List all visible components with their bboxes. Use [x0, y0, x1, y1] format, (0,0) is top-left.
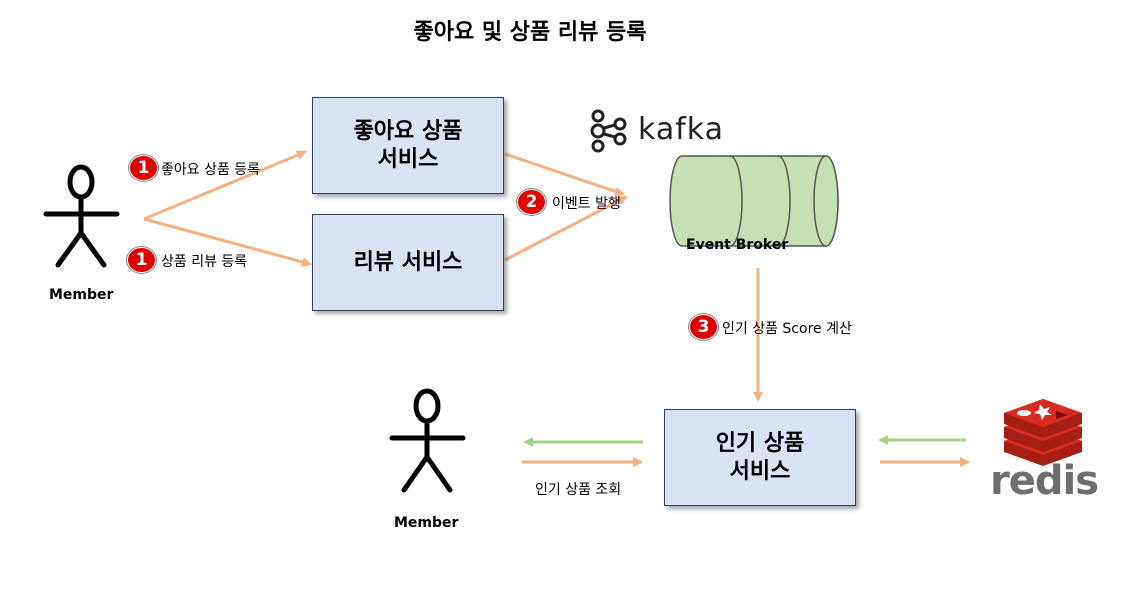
step-badge-3-score: 3: [689, 314, 718, 340]
step-label-event-publish: 이벤트 발행: [552, 196, 621, 212]
step-badge-2-publish: 2: [517, 189, 546, 215]
step-label-review-register: 상품 리뷰 등록: [161, 254, 248, 270]
member-figure-top: [43, 164, 120, 268]
event-broker-label: Event Broker: [686, 237, 789, 253]
popular-query-label: 인기 상품 조회: [535, 482, 622, 498]
diagram-title: 좋아요 및 상품 리뷰 등록: [413, 20, 647, 45]
redis-logo-icon: [1004, 399, 1082, 466]
member-label-bottom: Member: [394, 515, 459, 531]
arrow-member-to-like-service: [143, 150, 307, 221]
like-service-box: 좋아요 상품 서비스: [312, 97, 504, 194]
arrow-review-service-to-broker: [504, 195, 628, 262]
kafka-logo-icon: [590, 109, 627, 153]
arrow-member-to-review-service: [143, 217, 312, 267]
step-badge-1-review: 1: [127, 247, 156, 273]
kafka-logo-text: kafka: [638, 112, 725, 147]
member-figure-bottom: [389, 388, 466, 493]
step-label-like-register: 좋아요 상품 등록: [161, 162, 261, 178]
review-service-box: 리뷰 서비스: [312, 214, 504, 311]
event-broker-cylinder: [669, 155, 839, 247]
popular-service-box: 인기 상품 서비스: [664, 409, 856, 506]
redis-logo-text: redis: [990, 458, 1099, 504]
step-label-score-calc: 인기 상품 Score 계산: [722, 321, 852, 337]
step-badge-1-like: 1: [129, 155, 158, 181]
arrow-like-service-to-broker: [504, 152, 625, 197]
member-label-top: Member: [49, 287, 114, 303]
